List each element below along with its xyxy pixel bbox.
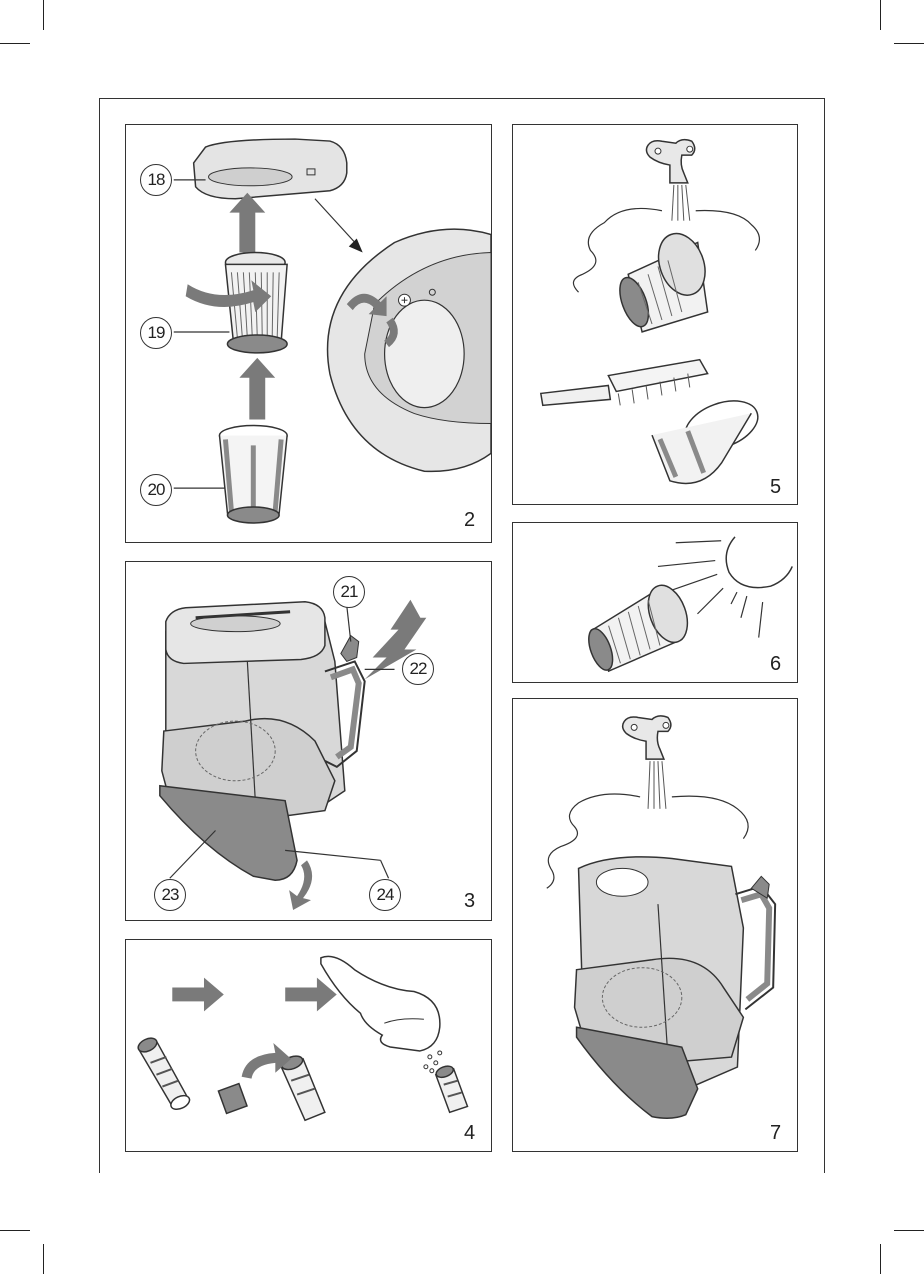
callout-21: 21 xyxy=(333,576,365,608)
crop-mark xyxy=(43,0,44,30)
crop-mark xyxy=(0,1230,30,1231)
figure-4-illustration xyxy=(126,940,491,1151)
callout-19: 19 xyxy=(140,317,172,349)
figure-5-illustration xyxy=(513,125,797,504)
figure-number: 5 xyxy=(770,476,781,499)
crop-mark xyxy=(894,43,924,44)
callout-20: 20 xyxy=(140,474,172,506)
crop-mark xyxy=(894,1230,924,1231)
figure-7-illustration xyxy=(513,699,797,1151)
callout-22: 22 xyxy=(402,653,434,685)
callout-24: 24 xyxy=(369,879,401,911)
frame-right-line xyxy=(824,98,825,1173)
figure-number: 3 xyxy=(464,890,475,913)
callout-18: 18 xyxy=(140,164,172,196)
figure-3-illustration xyxy=(126,562,491,920)
figure-7-panel: 7 xyxy=(512,698,798,1152)
crop-mark xyxy=(0,43,30,44)
figure-5-panel: 5 xyxy=(512,124,798,505)
figure-6-illustration xyxy=(513,523,797,682)
crop-mark xyxy=(43,1244,44,1274)
crop-mark xyxy=(880,0,881,30)
figure-number: 4 xyxy=(464,1122,475,1145)
figure-4-panel: 4 xyxy=(125,939,492,1152)
crop-mark xyxy=(880,1244,881,1274)
figure-number: 6 xyxy=(770,653,781,676)
frame-top-line xyxy=(99,98,824,99)
figure-number: 7 xyxy=(770,1122,781,1145)
figure-2-illustration xyxy=(126,125,491,542)
figure-number: 2 xyxy=(464,509,475,532)
figure-6-panel: 6 xyxy=(512,522,798,683)
figure-2-panel: 18 19 20 2 xyxy=(125,124,492,543)
figure-3-panel: 21 22 23 24 3 xyxy=(125,561,492,921)
callout-23: 23 xyxy=(154,879,186,911)
frame-left-line xyxy=(99,98,100,1173)
